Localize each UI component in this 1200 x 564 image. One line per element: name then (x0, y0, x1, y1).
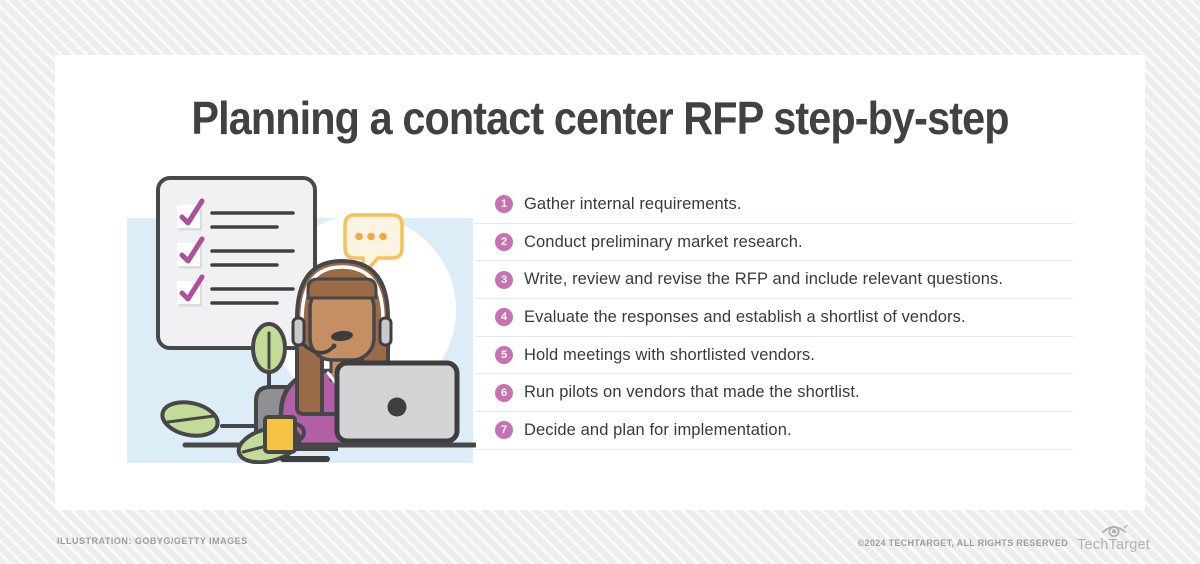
mug-icon (263, 415, 306, 454)
headset-earpiece (291, 316, 306, 347)
step-text: Hold meetings with shortlisted vendors. (524, 345, 815, 364)
mouth (331, 330, 353, 342)
step-number-badge: 6 (495, 383, 513, 402)
step-number-badge: 2 (495, 233, 513, 252)
checklist-icon (156, 176, 317, 350)
laptop-icon (334, 360, 460, 444)
step-text: Conduct preliminary market research. (524, 232, 803, 251)
checkmark-icon (179, 198, 205, 226)
step-text: Write, review and revise the RFP and inc… (524, 270, 1004, 289)
step-text: Gather internal requirements. (524, 194, 742, 213)
step-row: 1 Gather internal requirements. (475, 186, 1073, 224)
copyright-text: ©2024 TECHTARGET, ALL RIGHTS RESERVED (857, 538, 1069, 548)
step-number-badge: 1 (495, 195, 513, 214)
checkmark-icon (179, 236, 205, 264)
fringe (306, 277, 378, 300)
step-text: Evaluate the responses and establish a s… (524, 307, 966, 326)
techtarget-logo: TechTarget (1077, 521, 1150, 553)
contact-center-illustration (127, 176, 476, 464)
step-row: 7 Decide and plan for implementation. (475, 412, 1073, 450)
hair-highlight (300, 265, 385, 321)
page-title: Planning a contact center RFP step-by-st… (191, 92, 1009, 144)
headset-mic (302, 343, 336, 355)
step-number-badge: 5 (495, 346, 513, 365)
step-row: 5 Hold meetings with shortlisted vendors… (475, 337, 1073, 375)
footer-right: ©2024 TECHTARGET, ALL RIGHTS RESERVED Te… (858, 521, 1150, 553)
step-row: 3 Write, review and revise the RFP and i… (475, 261, 1073, 300)
step-text: Run pilots on vendors that made the shor… (524, 383, 860, 402)
step-row: 6 Run pilots on vendors that made the sh… (475, 374, 1073, 413)
laptop-logo (387, 397, 407, 417)
step-number-badge: 3 (495, 270, 513, 289)
step-row: 4 Evaluate the responses and establish a… (475, 299, 1073, 337)
illustration-credit: ILLUSTRATION: GOBYG/GETTY IMAGES (57, 536, 248, 546)
infographic-card: Planning a contact center RFP step-by-st… (55, 55, 1145, 510)
speech-bubble-icon (343, 213, 404, 277)
brand-name: TechTarget (1077, 537, 1150, 553)
steps-list: 1 Gather internal requirements. 2 Conduc… (475, 186, 1073, 450)
step-number-badge: 7 (495, 421, 513, 440)
checkmark-icon (179, 274, 205, 302)
eye-icon (1101, 524, 1128, 537)
headset-earpiece (378, 316, 393, 347)
step-number-badge: 4 (495, 308, 513, 327)
step-row: 2 Conduct preliminary market research. (475, 224, 1073, 262)
step-text: Decide and plan for implementation. (524, 420, 792, 439)
